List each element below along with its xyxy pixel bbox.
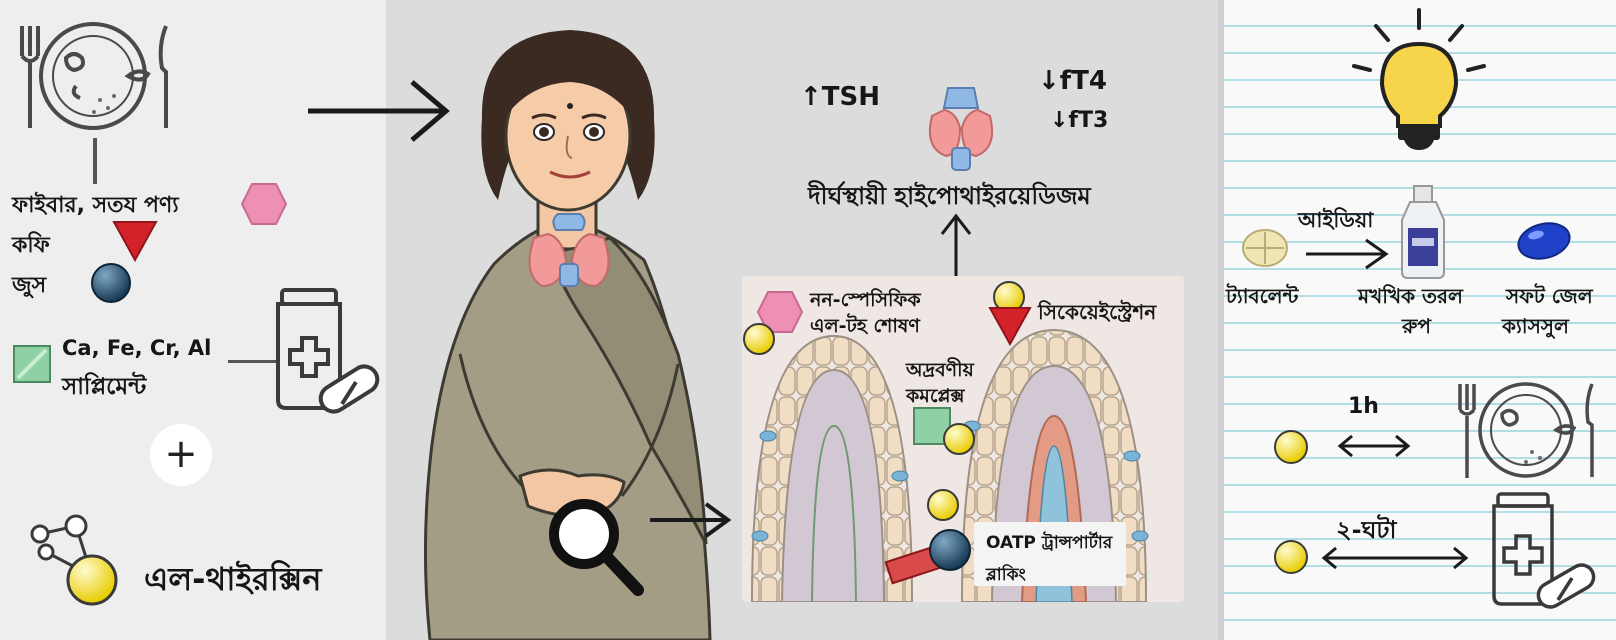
capsule-icon [318,364,380,414]
oatp-label-1: OATP ট্রান্সপার্টার [986,533,1113,553]
drug-name-label: এল-থাইরক্সিন [144,560,322,598]
oral-liquid-label-1: মখখিক তরল [1358,284,1463,308]
double-arrow-icon [1337,434,1411,458]
arrow-icon [650,502,732,538]
connector-line [93,138,97,184]
molecule-icon [30,514,118,606]
arrow-icon [308,80,450,142]
green-square-icon [13,345,51,383]
yellow-ball-icon [1274,540,1308,574]
thyroid-icon [528,213,610,288]
thyroid-icon [928,87,994,171]
knife-icon [1585,383,1594,477]
tsh-label: ↑TSH [800,82,881,112]
idea-label: আইডিয়া [1298,208,1374,232]
arrow-icon [1306,238,1389,270]
ft4-label: ↓fT4 [1038,66,1107,96]
magnifier-icon [549,499,644,596]
oatp-label-box: OATP ট্রান্সপার্টার ব্লাকিং [974,522,1126,586]
woman-figure [423,30,712,640]
nonspecific-label-1: নন-স্পেসিফিক [810,289,921,311]
minerals-label: Ca, Fe, Cr, Al [62,336,212,360]
softgel-label-1: সফট জেল [1506,284,1593,308]
sequestration-label: সিকেয়েইস্ট্রেশন [1038,300,1157,324]
pink-hexagon-icon [240,183,288,225]
red-triangle-icon [112,221,158,262]
pink-hexagon-icon [756,291,804,333]
tablet-label: ট্যাবলেন্ট [1226,284,1299,308]
insoluble-label-2: কমপ্লেক্স [906,385,965,407]
plate-icon [20,22,168,130]
lightbulb-icon [1352,8,1486,150]
double-arrow-icon [1321,546,1469,570]
condition-label: দীর্ঘস্থায়ী হাইপোথাইরয়েডিজম [808,182,1091,210]
jar-icon [1492,492,1596,609]
coffee-label: কফি [12,233,50,258]
yellow-ball-icon [943,423,975,455]
fork-icon [20,26,40,128]
navy-ball-icon [91,263,131,303]
right-panel: আইডিয়া ট্যাবলেন্ট মখখিক তরল রুপ সফট জেল… [1218,0,1616,640]
tablet-icon [1242,229,1288,267]
capsule-icon [1536,563,1596,609]
ft3-label: ↓fT3 [1050,108,1109,133]
jar-icon [276,288,380,414]
gap-2h-label: ২-ঘটা [1336,516,1397,544]
plus-icon: + [150,424,212,486]
red-triangle-icon [988,307,1032,346]
yellow-ball-icon [1274,430,1308,464]
yellow-ball-icon [927,489,959,521]
connector-line [228,360,276,363]
juice-label: জুস [12,273,47,298]
transporter-block-icon [884,529,971,585]
supplement-label: সাপ্লিমেন্ট [62,374,147,400]
oral-liquid-label-2: রুপ [1402,314,1431,338]
softgel-label-2: ক্যাসসুল [1502,314,1569,338]
yellow-ball-icon [743,323,775,355]
fork-icon [1458,384,1476,478]
insoluble-label-1: অদ্রবণীয় [906,359,974,381]
softgel-icon [1517,222,1571,260]
oatp-label-2: ব্লাকিং [986,565,1026,585]
bottle-icon [1401,185,1445,279]
gap-1h-label: 1h [1348,394,1379,419]
nonspecific-label-2: এল-টহ শোষণ [810,315,920,337]
foods-label: ফাইবার, সতয পণ্য [12,193,179,218]
knife-icon [158,25,168,128]
left-panel: ফাইবার, সতয পণ্য কফি জুস Ca, Fe, Cr, Al … [0,0,386,640]
plate-icon [1458,382,1594,478]
